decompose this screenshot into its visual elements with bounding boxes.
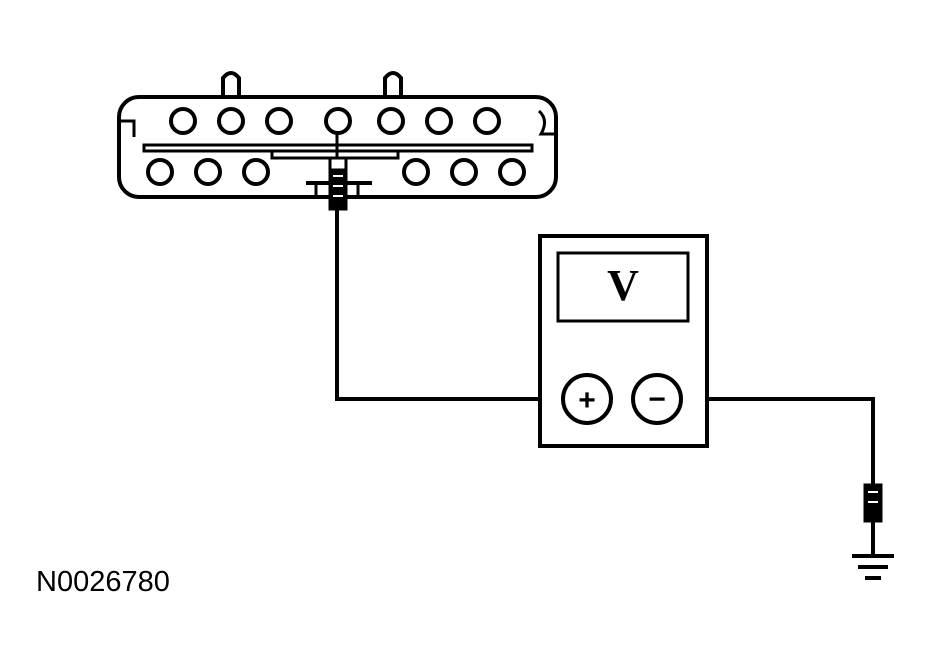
connector-lock-tab-left (221, 71, 241, 97)
figure-reference-id: N0026780 (36, 566, 170, 598)
connector-corner-mark-left (121, 119, 136, 137)
connector-pin (217, 107, 245, 135)
connector-pin (146, 158, 174, 186)
connector-pin (265, 107, 293, 135)
connector-corner-mark-right (537, 109, 554, 136)
voltmeter: V + − (538, 234, 709, 448)
connector-pin (242, 158, 270, 186)
positive-terminal (561, 373, 613, 425)
connector-pin (402, 158, 430, 186)
negative-terminal (631, 373, 683, 425)
ground-probe (863, 483, 883, 556)
voltmeter-display (556, 251, 690, 323)
connector-pin (425, 107, 453, 135)
connector-pin (450, 158, 478, 186)
back-probe (306, 133, 372, 211)
negative-test-lead (685, 397, 875, 485)
connector-pin (194, 158, 222, 186)
ground-icon (852, 554, 894, 580)
voltmeter-display-symbol: V (607, 261, 639, 310)
connector-pin (377, 107, 405, 135)
connector-pin (473, 107, 501, 135)
connector-pin (498, 158, 526, 186)
positive-terminal-symbol: + (578, 384, 596, 417)
probe-collar (328, 156, 348, 172)
connector-lock-tab-right (383, 71, 403, 97)
connector-pin (169, 107, 197, 135)
positive-test-lead (335, 210, 563, 401)
negative-terminal-symbol: − (648, 383, 666, 416)
